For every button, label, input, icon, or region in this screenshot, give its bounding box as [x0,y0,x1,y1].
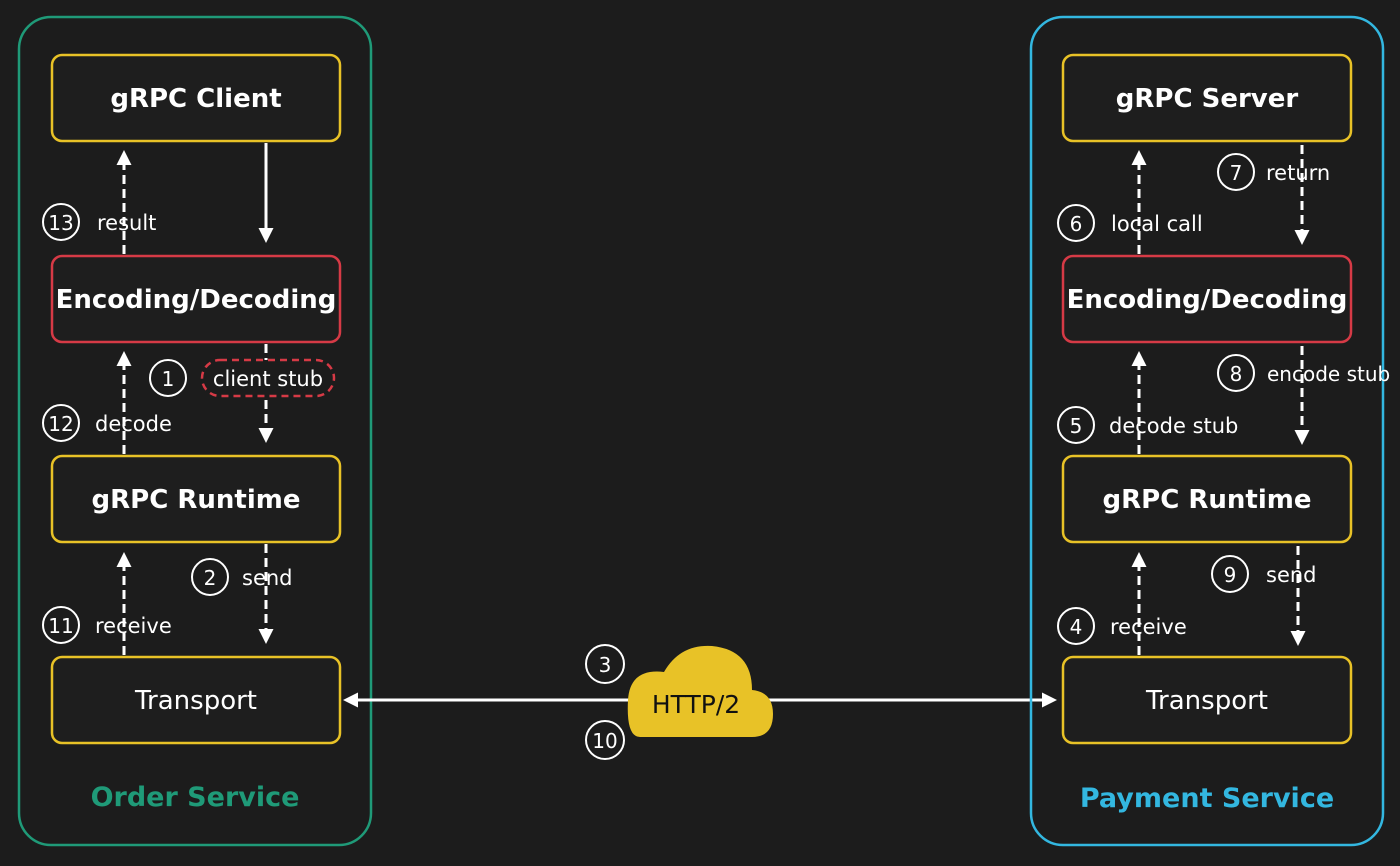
client-stub-pill [200,358,336,398]
step-7-label: return [1266,161,1330,185]
order-transport-box[interactable]: Transport [50,655,342,745]
step-12-number: 12 [48,412,73,436]
payment-service-panel: Payment Service gRPC Server Encoding/Dec… [1029,15,1390,847]
cloud-icon [627,645,773,737]
step-10: 10 [585,720,625,760]
payment-service-label: Payment Service [1080,783,1334,814]
grpc-client-box[interactable]: gRPC Client [50,53,342,143]
step-13: 13 result [42,203,156,241]
step-11-number: 11 [48,614,73,638]
order-codec-box[interactable]: Encoding/Decoding [50,254,342,344]
step-13-number: 13 [48,211,73,235]
step-12-label: decode [95,412,172,436]
step-7: 7 return [1217,153,1330,191]
payment-transport-box[interactable]: Transport [1061,655,1353,745]
payment-runtime-label: gRPC Runtime [1103,485,1312,515]
step-1-number: 1 [162,367,175,391]
network-link: HTTP/2 3 10 [343,644,1057,760]
payment-runtime-box[interactable]: gRPC Runtime [1061,454,1353,544]
step-2: 2 send [191,558,293,596]
step-12: 12 decode [42,404,172,442]
step-4-number: 4 [1070,615,1083,639]
step-7-number: 7 [1230,161,1243,185]
order-transport-label: Transport [134,686,257,716]
step-8-number: 8 [1230,362,1243,386]
step-9-number: 9 [1224,563,1237,587]
step-8-label: encode stub [1267,362,1390,386]
step-13-label: result [97,211,156,235]
order-codec-label: Encoding/Decoding [56,285,337,315]
grpc-client-label: gRPC Client [110,84,281,114]
order-service-label: Order Service [91,782,300,813]
step-11-label: receive [95,614,172,638]
step-9-label: send [1266,563,1317,587]
step-6: 6 local call [1057,204,1203,242]
step-11: 11 receive [42,606,172,644]
order-service-border [17,15,373,847]
step-3: 3 [585,644,625,684]
step-1: 1 client stub [149,358,336,398]
payment-codec-label: Encoding/Decoding [1067,285,1348,315]
step-6-number: 6 [1070,212,1083,236]
payment-transport-label: Transport [1145,686,1268,716]
client-stub-label: client stub [213,367,323,391]
step-2-label: send [242,566,293,590]
payment-codec-box[interactable]: Encoding/Decoding [1061,254,1353,344]
step-8: 8 encode stub [1217,354,1390,392]
step-3-number: 3 [599,653,612,677]
step-4: 4 receive [1057,607,1187,645]
grpc-server-label: gRPC Server [1116,84,1299,114]
payment-service-border [1029,15,1385,847]
step-2-number: 2 [204,566,217,590]
step-9: 9 send [1211,555,1317,593]
step-6-label: local call [1111,212,1203,236]
step-5-label: decode stub [1109,414,1238,438]
grpc-server-box[interactable]: gRPC Server [1061,53,1353,143]
order-service-panel: Order Service gRPC Client Encoding/Decod… [17,15,373,847]
step-5-number: 5 [1070,414,1083,438]
step-4-label: receive [1110,615,1187,639]
order-runtime-box[interactable]: gRPC Runtime [50,454,342,544]
step-10-number: 10 [592,729,617,753]
step-5: 5 decode stub [1057,406,1238,444]
protocol-label: HTTP/2 [652,690,740,719]
order-runtime-label: gRPC Runtime [92,485,301,515]
